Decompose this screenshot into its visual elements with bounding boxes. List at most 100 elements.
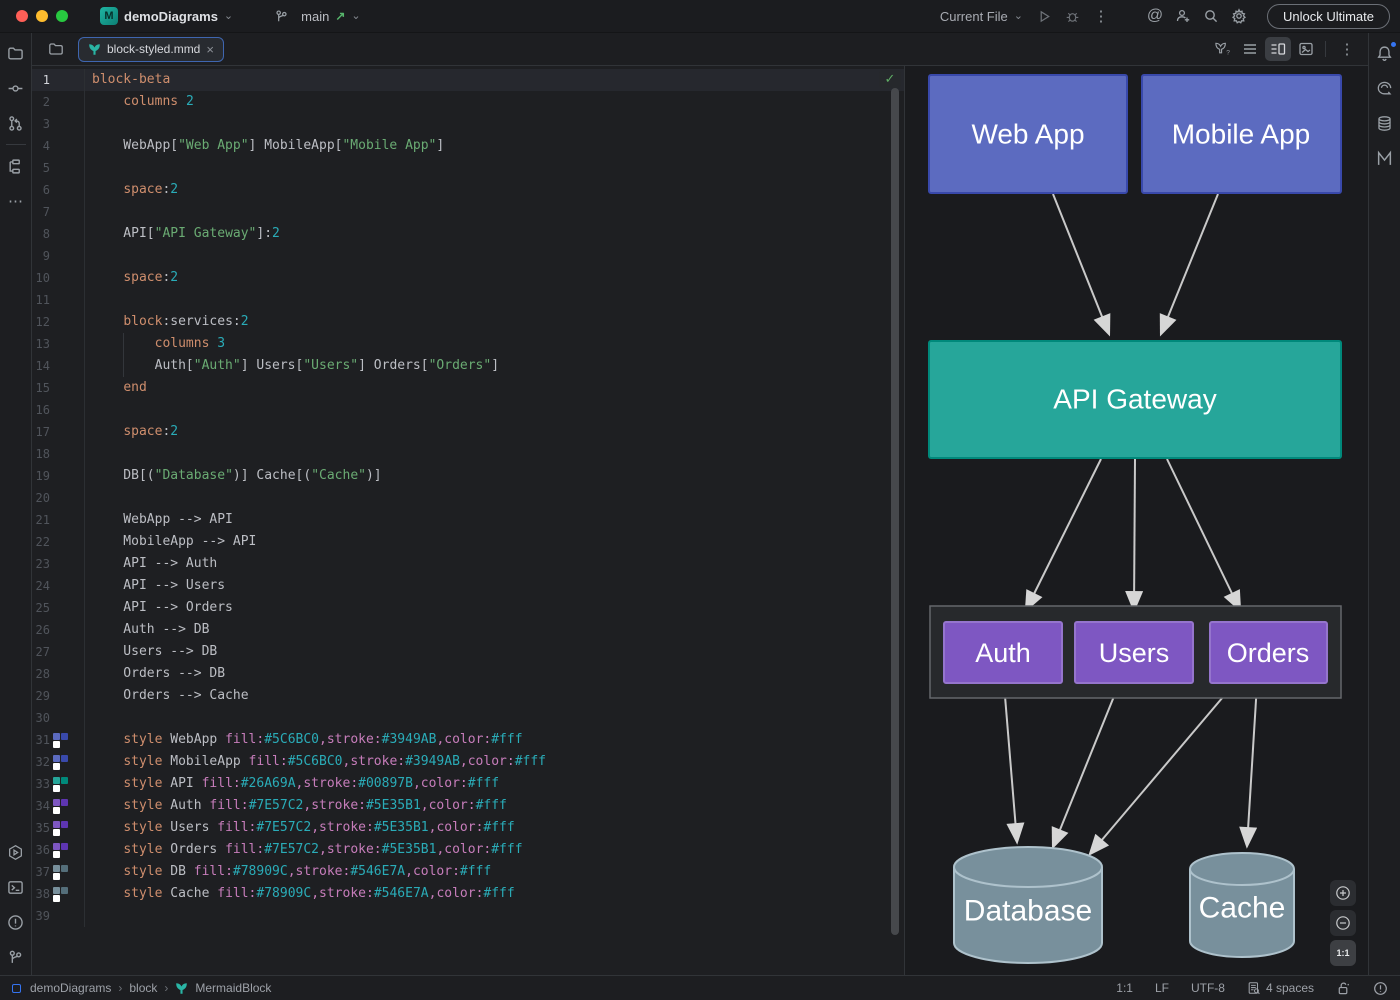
minimize-window-button[interactable] xyxy=(36,10,48,22)
code-line[interactable]: 9 xyxy=(32,245,904,267)
node-cache[interactable]: Cache xyxy=(1190,853,1294,957)
code-line[interactable]: 38 style Cache fill:#78909C,stroke:#546E… xyxy=(32,883,904,905)
code-line[interactable]: 3 xyxy=(32,113,904,135)
search-everywhere-icon[interactable] xyxy=(1197,4,1225,28)
ai-chat-icon[interactable] xyxy=(1375,78,1395,98)
code-line[interactable]: 17 space:2 xyxy=(32,421,904,443)
mermaid-tool-window-icon[interactable] xyxy=(1375,148,1395,168)
pull-requests-icon[interactable] xyxy=(6,113,26,133)
code-line[interactable]: 39 xyxy=(32,905,904,927)
run-config-selector[interactable]: Current File ⌄ xyxy=(932,6,1031,27)
editor-scrollbar[interactable] xyxy=(891,88,899,935)
database-tool-window-icon[interactable] xyxy=(1375,113,1395,133)
gutter-color-swatches[interactable] xyxy=(53,729,80,751)
maximize-window-button[interactable] xyxy=(56,10,68,22)
line-ending-indicator[interactable]: LF xyxy=(1155,981,1169,995)
gutter-color-swatches[interactable] xyxy=(53,817,80,839)
problems-tool-window-icon[interactable] xyxy=(6,912,26,932)
code-line[interactable]: 19 DB[("Database")] Cache[("Cache")] xyxy=(32,465,904,487)
more-tool-windows-icon[interactable]: ⋯ xyxy=(6,191,26,211)
code-line[interactable]: 22 MobileApp --> API xyxy=(32,531,904,553)
code-editor[interactable]: 1block-beta2 columns 234 WebApp["Web App… xyxy=(32,66,904,975)
code-line[interactable]: 10 space:2 xyxy=(32,267,904,289)
code-with-me-icon[interactable] xyxy=(1169,4,1197,28)
code-line[interactable]: 33 style API fill:#26A69A,stroke:#00897B… xyxy=(32,773,904,795)
caret-position[interactable]: 1:1 xyxy=(1116,981,1133,995)
encoding-indicator[interactable]: UTF-8 xyxy=(1191,981,1225,995)
code-line[interactable]: 26 Auth --> DB xyxy=(32,619,904,641)
code-line[interactable]: 1block-beta xyxy=(32,69,904,91)
node-orders[interactable]: Orders xyxy=(1210,622,1327,683)
editor-more-options-icon[interactable]: ⋮ xyxy=(1334,37,1360,61)
code-line[interactable]: 36 style Orders fill:#7E57C2,stroke:#5E3… xyxy=(32,839,904,861)
code-line[interactable]: 34 style Auth fill:#7E57C2,stroke:#5E35B… xyxy=(32,795,904,817)
editor-only-view-icon[interactable] xyxy=(1237,37,1263,61)
code-line[interactable]: 21 WebApp --> API xyxy=(32,509,904,531)
zoom-in-button[interactable] xyxy=(1330,880,1356,906)
split-editor-preview-icon[interactable] xyxy=(1265,37,1291,61)
code-line[interactable]: 4 WebApp["Web App"] MobileApp["Mobile Ap… xyxy=(32,135,904,157)
breadcrumb-block[interactable]: block xyxy=(129,981,157,995)
close-window-button[interactable] xyxy=(16,10,28,22)
gutter-color-swatches[interactable] xyxy=(53,861,80,883)
code-line[interactable]: 37 style DB fill:#78909C,stroke:#546E7A,… xyxy=(32,861,904,883)
ai-assistant-icon[interactable]: @ xyxy=(1141,4,1169,28)
node-api-gateway[interactable]: API Gateway xyxy=(929,341,1341,458)
code-line[interactable]: 13 columns 3 xyxy=(32,333,904,355)
code-line[interactable]: 7 xyxy=(32,201,904,223)
code-line[interactable]: 27 Users --> DB xyxy=(32,641,904,663)
indent-indicator[interactable]: 4 spaces xyxy=(1247,981,1314,995)
code-line[interactable]: 2 columns 2 xyxy=(32,91,904,113)
branch-widget[interactable]: main ↗ ⌄ xyxy=(259,1,368,31)
code-line[interactable]: 25 API --> Orders xyxy=(32,597,904,619)
code-line[interactable]: 11 xyxy=(32,289,904,311)
code-line[interactable]: 12 block:services:2 xyxy=(32,311,904,333)
run-button[interactable] xyxy=(1031,4,1059,28)
code-line[interactable]: 18 xyxy=(32,443,904,465)
node-users[interactable]: Users xyxy=(1075,622,1193,683)
code-line[interactable]: 8 API["API Gateway"]:2 xyxy=(32,223,904,245)
code-line[interactable]: 31 style WebApp fill:#5C6BC0,stroke:#394… xyxy=(32,729,904,751)
settings-gear-icon[interactable] xyxy=(1225,4,1253,28)
zoom-out-button[interactable] xyxy=(1330,910,1356,936)
project-tool-window-icon[interactable] xyxy=(6,43,26,63)
code-line[interactable]: 15 end xyxy=(32,377,904,399)
gutter-color-swatches[interactable] xyxy=(53,751,80,773)
code-line[interactable]: 20 xyxy=(32,487,904,509)
unlock-ultimate-button[interactable]: Unlock Ultimate xyxy=(1267,4,1390,29)
code-line[interactable]: 16 xyxy=(32,399,904,421)
code-line[interactable]: 24 API --> Users xyxy=(32,575,904,597)
structure-tool-window-icon[interactable] xyxy=(6,156,26,176)
folder-icon[interactable] xyxy=(42,37,70,61)
error-indicator-icon[interactable] xyxy=(1373,981,1388,996)
code-line[interactable]: 6 space:2 xyxy=(32,179,904,201)
code-line[interactable]: 5 xyxy=(32,157,904,179)
gutter-color-swatches[interactable] xyxy=(53,839,80,861)
preview-only-view-icon[interactable] xyxy=(1293,37,1319,61)
code-line[interactable]: 29 Orders --> Cache xyxy=(32,685,904,707)
gutter-color-swatches[interactable] xyxy=(53,795,80,817)
code-line[interactable]: 35 style Users fill:#7E57C2,stroke:#5E35… xyxy=(32,817,904,839)
diagram-preview-panel[interactable]: Web App Mobile App API Gateway Auth xyxy=(904,66,1368,975)
zoom-reset-button[interactable]: 1:1 xyxy=(1330,940,1356,966)
node-mobileapp[interactable]: Mobile App xyxy=(1142,75,1341,193)
code-line[interactable]: 23 API --> Auth xyxy=(32,553,904,575)
terminal-tool-window-icon[interactable] xyxy=(6,877,26,897)
tool-window-square-icon[interactable] xyxy=(12,984,21,993)
code-line[interactable]: 32 style MobileApp fill:#5C6BC0,stroke:#… xyxy=(32,751,904,773)
breadcrumb-mermaidblock[interactable]: MermaidBlock xyxy=(195,981,271,995)
inspection-check-icon[interactable]: ✓ xyxy=(879,70,901,88)
gutter-color-swatches[interactable] xyxy=(53,773,80,795)
debug-button[interactable] xyxy=(1059,4,1087,28)
node-webapp[interactable]: Web App xyxy=(929,75,1127,193)
breadcrumb-project[interactable]: demoDiagrams xyxy=(30,981,111,995)
code-line[interactable]: 30 xyxy=(32,707,904,729)
more-actions-button[interactable]: ⋮ xyxy=(1087,4,1115,28)
node-database[interactable]: Database xyxy=(954,847,1102,963)
project-widget[interactable]: M demoDiagrams ⌄ xyxy=(92,4,241,28)
close-tab-icon[interactable]: × xyxy=(206,43,214,56)
notifications-bell-icon[interactable] xyxy=(1375,43,1395,63)
git-tool-window-icon[interactable] xyxy=(6,947,26,967)
gutter-color-swatches[interactable] xyxy=(53,883,80,905)
tab-block-styled-mmd[interactable]: block-styled.mmd × xyxy=(78,37,224,62)
